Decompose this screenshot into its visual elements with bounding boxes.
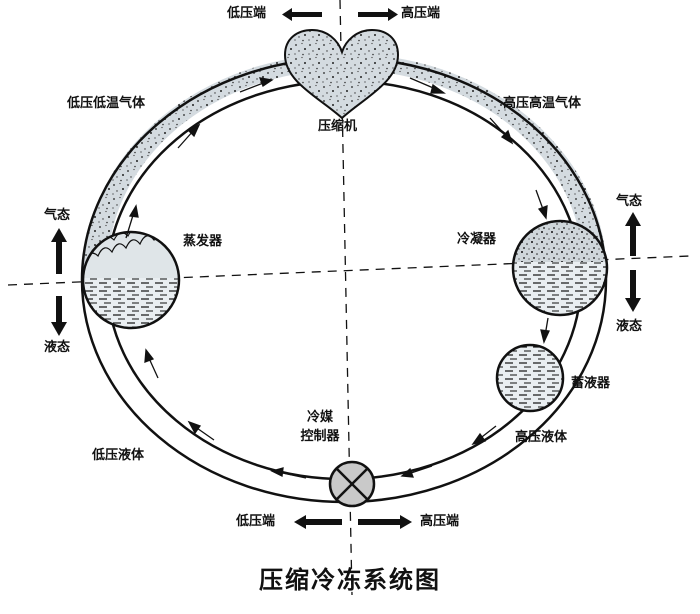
low-temp-gas-label: 低压低温气体: [67, 96, 146, 111]
top-left-arrow: [282, 8, 322, 21]
right-liquid-label: 液态: [616, 319, 643, 334]
top-low-side-label: 低压端: [227, 6, 267, 21]
condenser-label: 冷凝器: [457, 232, 497, 247]
bottom-low-side-label: 低压端: [236, 514, 276, 529]
side-arrows: [282, 8, 412, 529]
diagram-title: 压缩冷冻系统图: [259, 566, 441, 594]
receiver-label: 蓄液器: [571, 376, 611, 391]
bottom-left-arrow: [294, 515, 342, 529]
compressor-label: 压缩机: [318, 119, 358, 134]
flow-arrow: [125, 204, 139, 239]
flow-arrow: [144, 348, 159, 379]
right-down-arrow: [625, 270, 641, 312]
controller-valve: [328, 460, 376, 508]
flow-arrow: [540, 317, 550, 344]
flow-arrow: [409, 77, 446, 94]
flow-arrow: [239, 77, 274, 93]
evaporator-label: 蒸发器: [183, 234, 223, 249]
compressor-shape: [283, 28, 400, 120]
high-liquid-label: 高压液体: [515, 430, 568, 445]
flow-arrow: [535, 189, 548, 220]
receiver-shape: [495, 343, 565, 413]
top-high-side-label: 高压端: [401, 6, 441, 21]
high-temp-gas-label: 高压高温气体: [503, 96, 582, 111]
left-gas-label: 气态: [44, 208, 71, 223]
low-liquid-label: 低压液体: [92, 448, 145, 463]
left-liquid-label: 液态: [44, 340, 71, 355]
controller-label-line2: 控制器: [300, 429, 340, 444]
right-up-arrow: [625, 212, 641, 256]
bottom-right-arrow: [358, 515, 412, 529]
flow-arrow: [400, 465, 433, 478]
left-down-arrow: [51, 296, 67, 336]
left-up-arrow: [51, 228, 67, 274]
flow-arrow: [471, 425, 497, 446]
flow-arrow: [270, 467, 307, 479]
flow-arrow: [489, 117, 514, 145]
flow-arrow: [177, 123, 201, 149]
right-gas-label: 气态: [616, 194, 643, 209]
flow-arrows: [125, 77, 550, 479]
top-right-arrow: [358, 8, 398, 21]
flow-arrow: [187, 420, 215, 441]
bottom-high-side-label: 高压端: [420, 514, 460, 529]
phase-arrows: [51, 212, 641, 336]
controller-label-line1: 冷媒: [306, 410, 333, 425]
